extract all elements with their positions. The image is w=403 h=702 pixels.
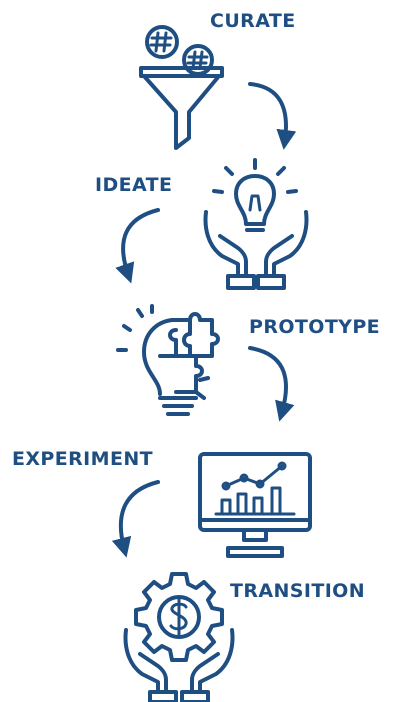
curved-arrow-icon (248, 346, 295, 422)
step-label-transition: TRANSITION (230, 580, 366, 602)
gear-dollar-hands-icon (123, 572, 235, 702)
curved-arrow-icon (111, 480, 160, 558)
step-label-curate: CURATE (210, 10, 296, 32)
puzzle-lightbulb-icon (116, 304, 220, 416)
curved-arrow-icon (115, 208, 160, 284)
step-label-experiment: EXPERIMENT (12, 448, 153, 470)
step-label-ideate: IDEATE (95, 174, 173, 196)
step-label-prototype: PROTOTYPE (249, 316, 381, 338)
lightbulb-hands-icon (203, 158, 309, 290)
curved-arrow-icon (248, 82, 297, 150)
monitor-chart-icon (198, 452, 312, 558)
funnel-coins-icon (139, 25, 224, 150)
